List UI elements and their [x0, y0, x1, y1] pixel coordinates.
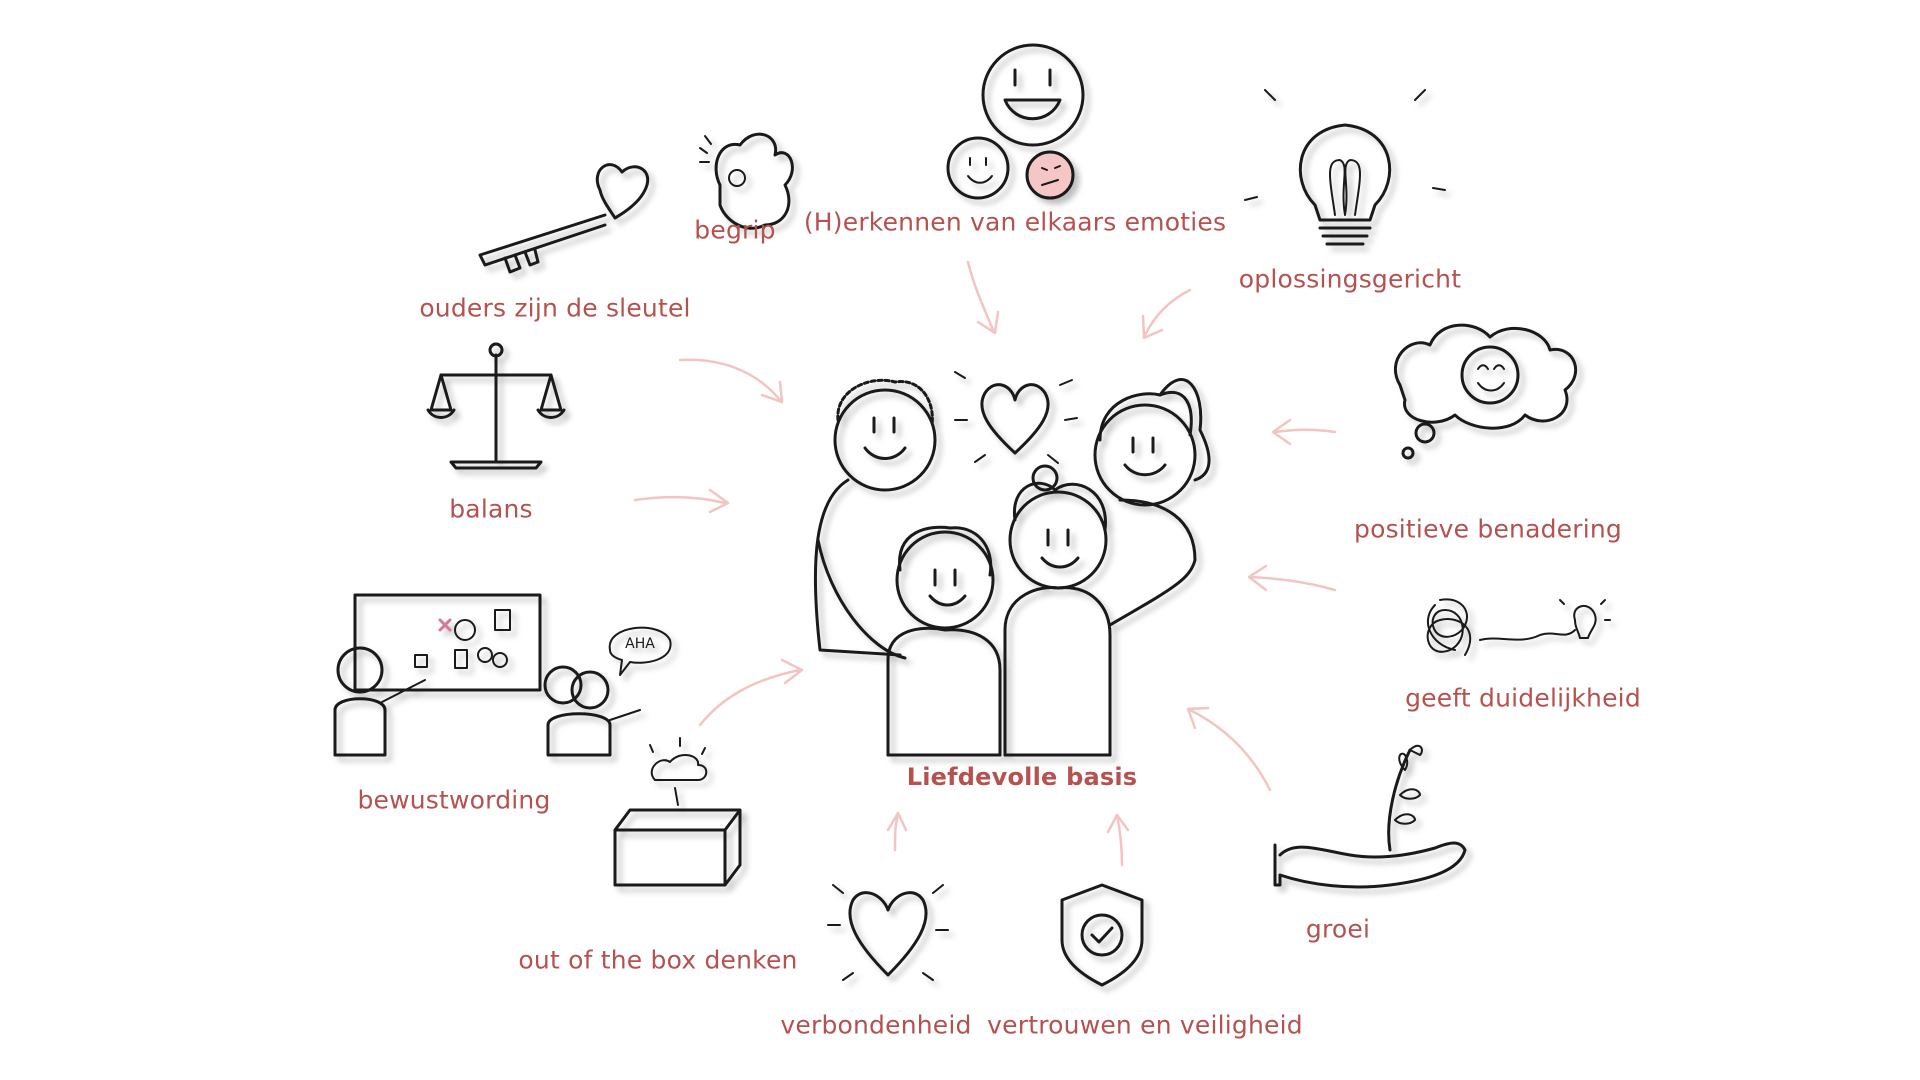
shield-check-icon — [1060, 883, 1144, 987]
ok-hand-icon — [699, 132, 794, 230]
tangle-to-lightbulb-icon — [1426, 598, 1611, 656]
arrow-duidelijkheid — [1247, 564, 1337, 592]
heart-icon — [827, 884, 949, 981]
arrow-balans — [633, 488, 730, 514]
label-ouders-sleutel: ouders zijn de sleutel — [419, 293, 691, 323]
label-out-of-the-box: out of the box denken — [518, 945, 798, 975]
label-positieve-benadering: positieve benadering — [1354, 514, 1622, 544]
arrow-verbondenheid — [886, 811, 908, 852]
label-groei: groei — [1305, 914, 1371, 944]
hand-with-sprout-icon — [1273, 744, 1467, 889]
arrow-groei — [1186, 706, 1272, 792]
label-duidelijkheid: geeft duidelijkheid — [1405, 683, 1641, 713]
arrow-emoties — [966, 260, 1000, 335]
arrow-vertrouwen — [1106, 813, 1130, 867]
arrow-positief — [1271, 418, 1337, 446]
heart-rays — [954, 371, 1078, 464]
center-label: Liefdevolle basis — [906, 763, 1138, 791]
arrow-bewustwording — [698, 658, 804, 727]
center-heart-icon — [980, 383, 1050, 455]
balance-scale-icon — [426, 342, 566, 470]
label-vertrouwen: vertrouwen en veiligheid — [987, 1010, 1303, 1040]
family-illustration — [813, 371, 1211, 757]
label-begrip: begrip — [694, 215, 776, 245]
whiteboard-aha-icon: AHA — [333, 593, 672, 757]
lightbulb-icon — [1244, 89, 1446, 246]
box-with-cloud-icon — [613, 737, 742, 887]
label-herkennen-emoties: (H)erkennen van elkaars emoties — [803, 207, 1227, 237]
smiley-faces-icon — [946, 43, 1085, 200]
label-bewustwording: bewustwording — [357, 785, 551, 815]
label-balans: balans — [449, 494, 533, 524]
happy-thought-cloud-icon — [1393, 323, 1578, 460]
label-verbondenheid: verbondenheid — [780, 1010, 972, 1040]
label-oplossingsgericht: oplossingsgericht — [1238, 264, 1462, 294]
arrows — [633, 260, 1337, 867]
arrow-oplossingsgericht — [1141, 288, 1192, 340]
arrow-sleutel — [678, 358, 784, 404]
heart-key-icon — [478, 163, 649, 274]
aha-text: AHA — [625, 636, 655, 652]
